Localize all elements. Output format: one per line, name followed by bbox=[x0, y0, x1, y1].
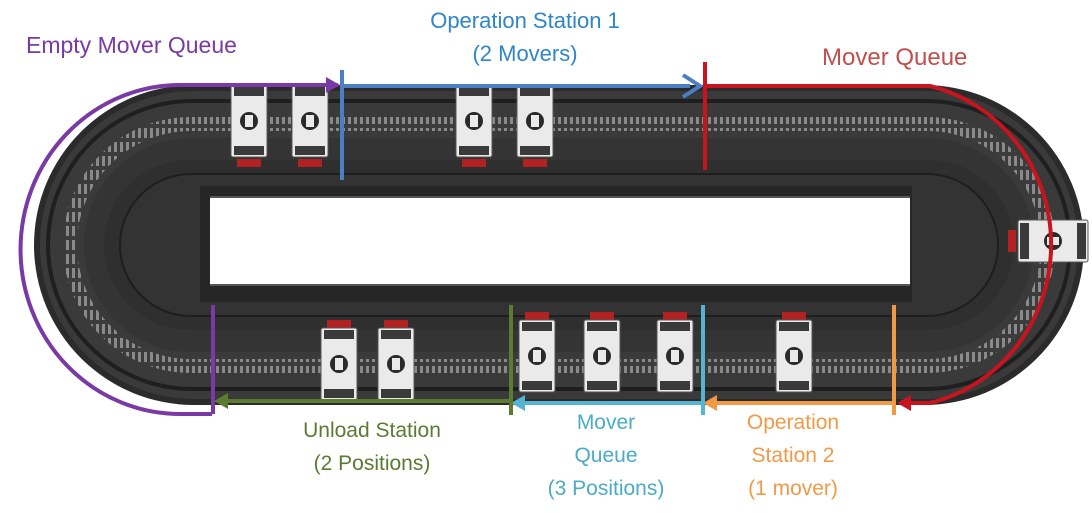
unload-station-label: Unload Station (2 Positions) bbox=[262, 414, 482, 480]
empty-mover-queue-arrow bbox=[18, 83, 338, 416]
mover bbox=[656, 312, 694, 393]
unload-station-label-line1: Unload Station bbox=[303, 419, 441, 442]
mover bbox=[516, 84, 554, 167]
operation-station-2-label-line1: Operation bbox=[746, 411, 840, 434]
mover-queue-bottom-label-line1: Mover bbox=[576, 411, 636, 434]
zone-overlay bbox=[18, 62, 1054, 416]
mover bbox=[230, 84, 268, 167]
mover-queue-bottom-label-line3: (3 Positions) bbox=[547, 477, 665, 500]
operation-station-1-label-line2: (2 Movers) bbox=[472, 41, 578, 66]
operation-station-2-arrowhead bbox=[703, 395, 717, 411]
mover bbox=[320, 320, 358, 401]
mover-queue-bottom-label: Mover Queue (3 Positions) bbox=[528, 406, 684, 505]
empty-mover-queue-label: Empty Mover Queue bbox=[26, 32, 237, 58]
unload-station-arrowhead bbox=[214, 393, 228, 409]
operation-station-2-label-line2: Station 2 bbox=[751, 444, 835, 467]
mover bbox=[518, 312, 556, 393]
operation-station-2-label: Operation Station 2 (1 mover) bbox=[718, 406, 868, 505]
mover bbox=[377, 320, 415, 401]
mover bbox=[583, 312, 621, 393]
track-center-opening bbox=[210, 197, 910, 285]
mover-queue-bottom-arrowhead bbox=[511, 395, 525, 411]
mover-queue-arrow bbox=[705, 84, 1054, 405]
mover bbox=[455, 84, 493, 167]
mover-queue-top-label: Mover Queue bbox=[822, 44, 968, 71]
empty-mover-queue-arrowhead bbox=[326, 77, 340, 93]
oval-track bbox=[34, 85, 1084, 405]
mover-queue-arrowhead bbox=[897, 395, 911, 411]
operation-station-2-label-line3: (1 mover) bbox=[748, 477, 838, 500]
mover-queue-bottom-label-line2: Queue bbox=[574, 444, 638, 467]
operation-station-1-label: Operation Station 1 (2 Movers) bbox=[400, 4, 650, 70]
mover bbox=[291, 84, 329, 167]
operation-station-1-label-line1: Operation Station 1 bbox=[430, 8, 620, 33]
operation-station-1-arrowhead bbox=[681, 73, 704, 99]
unload-station-label-line2: (2 Positions) bbox=[313, 452, 431, 475]
mover bbox=[1008, 219, 1089, 263]
mover bbox=[775, 312, 813, 393]
